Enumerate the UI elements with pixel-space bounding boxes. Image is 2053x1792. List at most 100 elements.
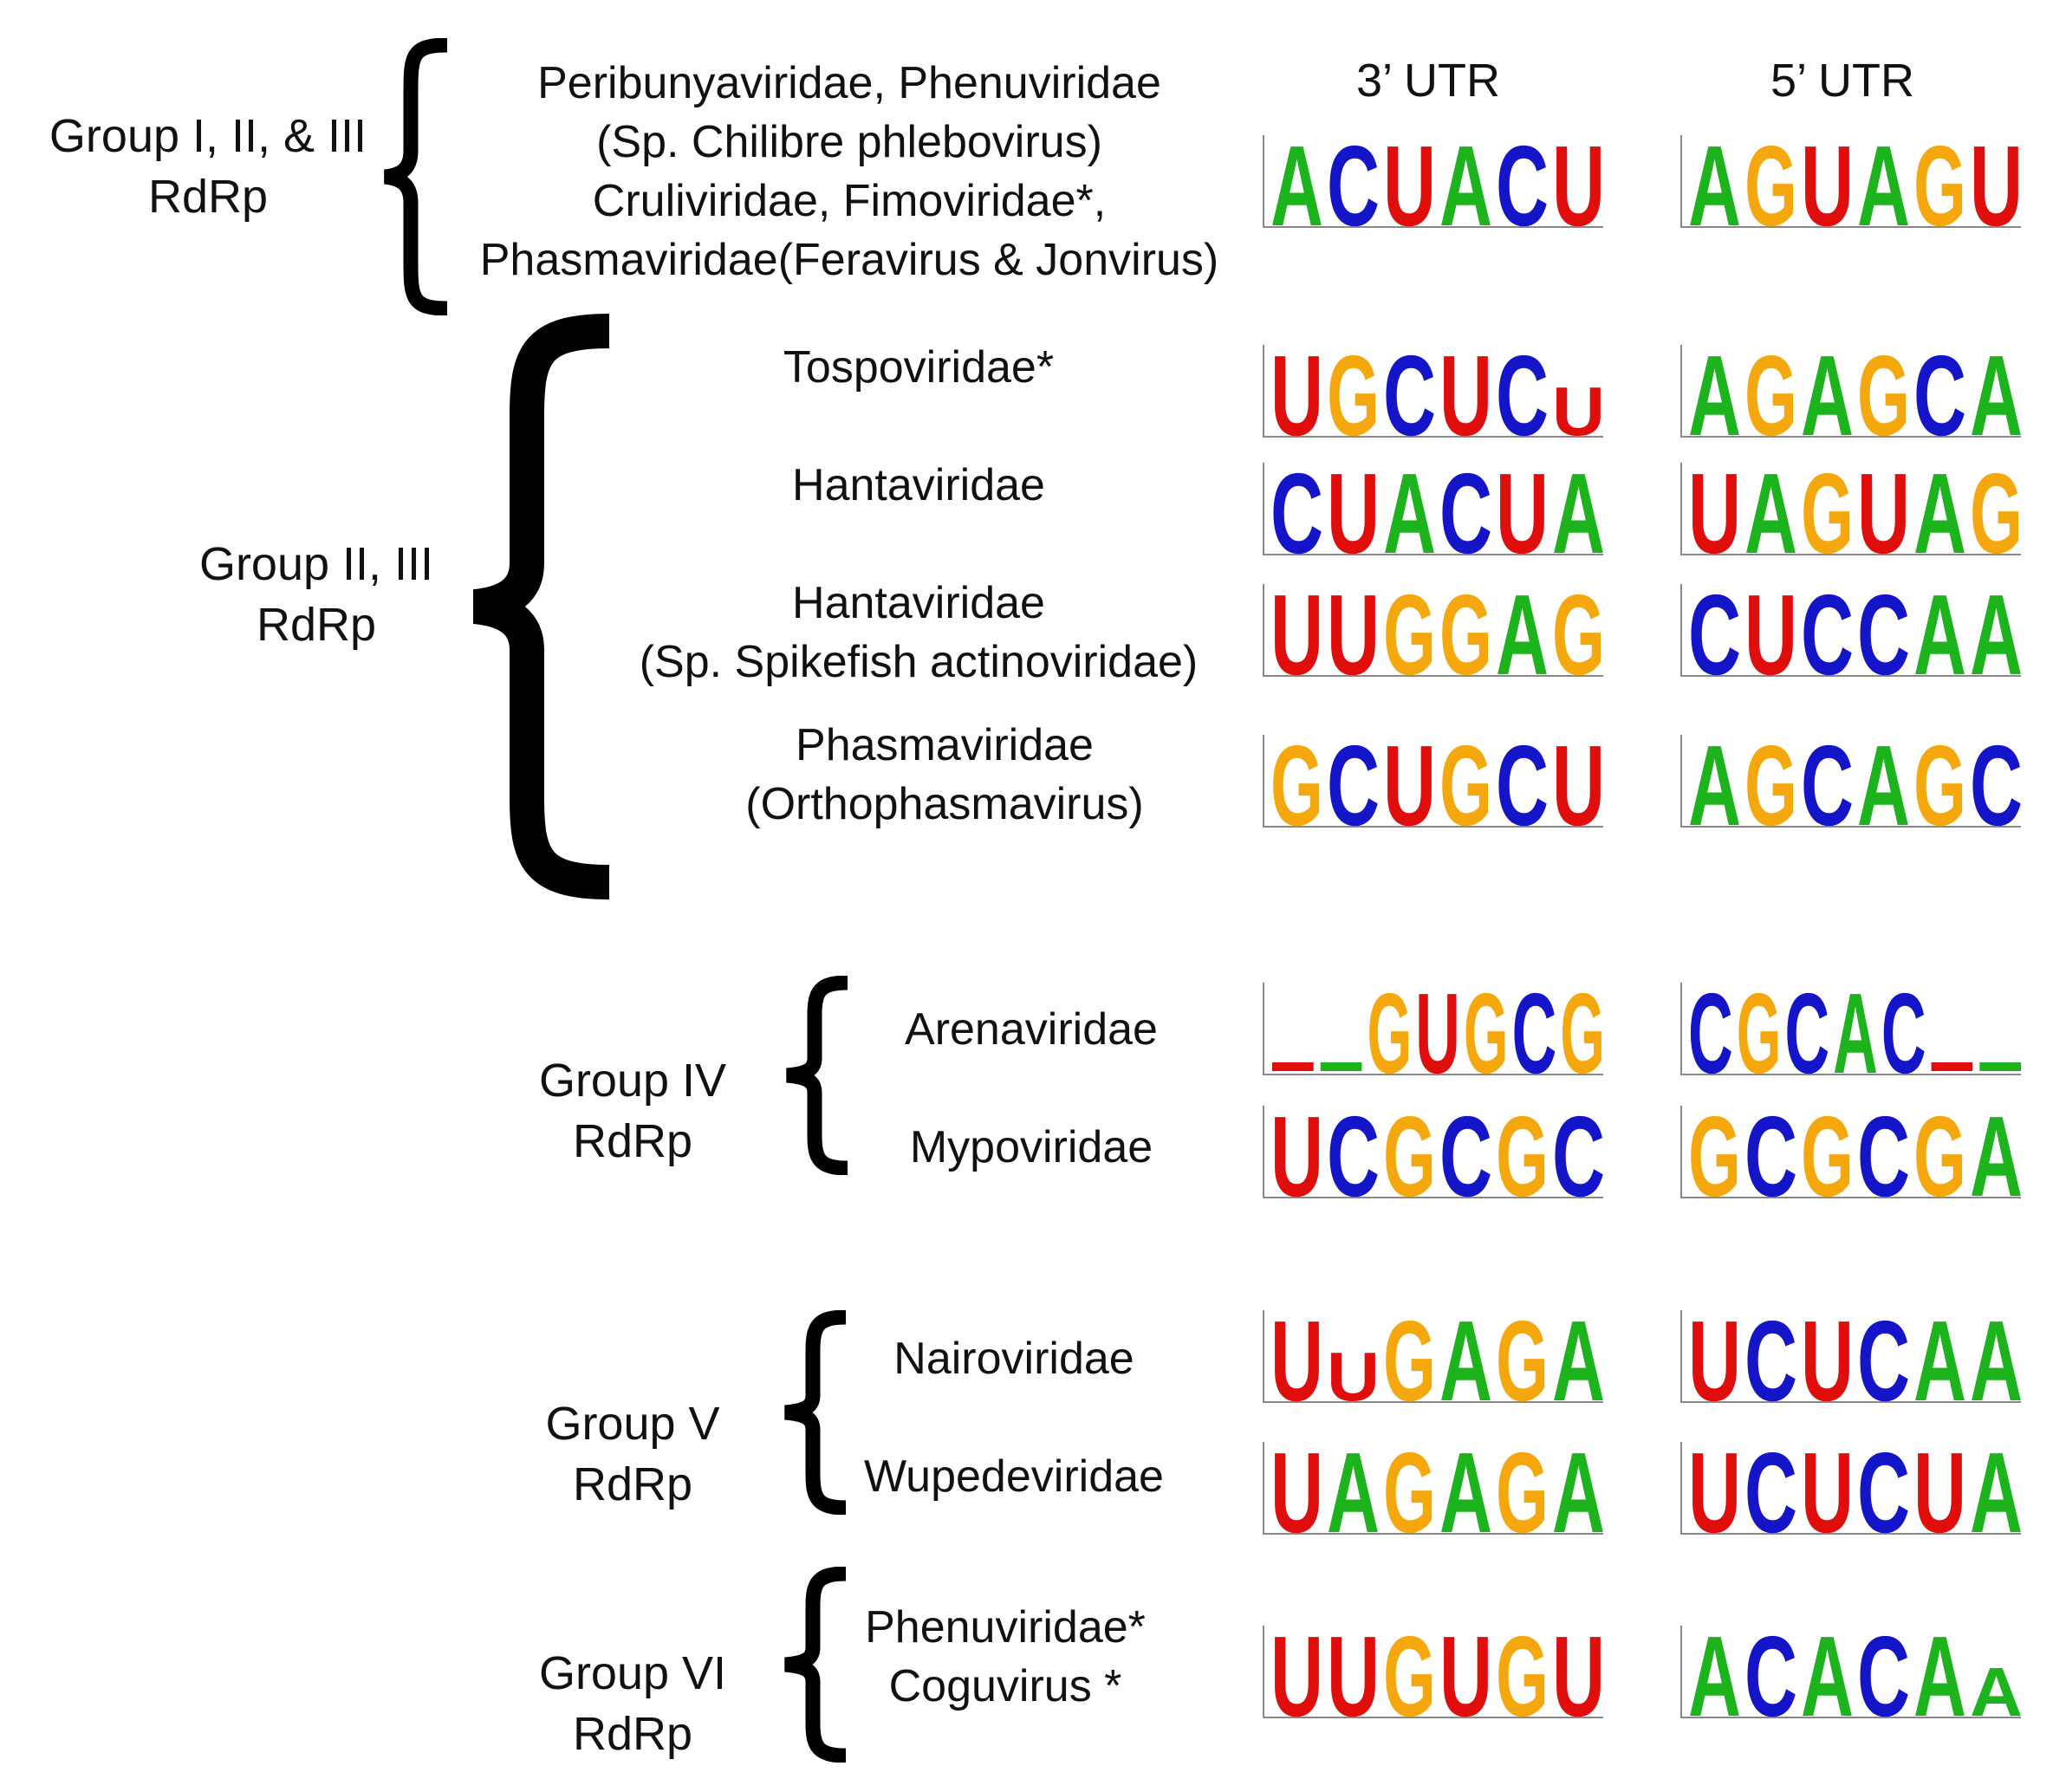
row-label-6: Arenaviridae: [905, 1004, 1158, 1055]
logo-letter-U: U: [1439, 1622, 1492, 1723]
logo-axis: [1680, 463, 2021, 555]
logo-letter-A: A: [1970, 1102, 2023, 1203]
logo-letter-A: A: [1439, 132, 1492, 232]
logo-axis: [1680, 135, 2021, 228]
logo-letter-G: G: [1496, 1622, 1549, 1723]
logo-letter-A: A: [1688, 132, 1741, 232]
logo-letter-U: U: [1857, 459, 1910, 560]
logo-letter-C: C: [1327, 1102, 1380, 1203]
logo-letter-U: U: [1688, 459, 1741, 560]
logo-letter-G: G: [1383, 1102, 1436, 1203]
brace-group-2: [472, 314, 610, 899]
logo-letter-G: G: [1744, 132, 1797, 232]
logo-letter-C: C: [1327, 132, 1380, 232]
logo-letter-G: G: [1913, 132, 1966, 232]
logo-letter-A: A: [1801, 341, 1854, 442]
logo-axis: [1263, 1310, 1603, 1403]
logo-axis: [1680, 735, 2021, 828]
logo-low-info-mark: [1979, 1062, 2021, 1071]
logo-letter-G: G: [1383, 581, 1436, 681]
logo-axis: [1680, 584, 2021, 677]
logo-letter-U: U: [1801, 1307, 1854, 1407]
logo-axis: [1680, 1442, 2021, 1535]
logo-low-info-mark: [1320, 1062, 1362, 1071]
logo-letter-C: C: [1512, 979, 1557, 1080]
logo-axis: [1263, 345, 1603, 438]
logo-letter-G: G: [1496, 1102, 1549, 1203]
logo-letter-A: A: [1857, 132, 1910, 232]
logo-letter-U: U: [1383, 731, 1436, 832]
logo-letter-G: G: [1496, 1438, 1549, 1539]
logo-letter-U: U: [1439, 341, 1492, 442]
logo-axis: [1263, 983, 1603, 1075]
logo-letter-C: C: [1496, 341, 1549, 442]
brace-group-1: [383, 38, 448, 315]
logo-letter-A: A: [1970, 341, 2023, 442]
logo-letter-G: G: [1552, 581, 1605, 681]
logo-axis: [1263, 1626, 1603, 1718]
logo-letter-C: C: [1857, 1102, 1910, 1203]
logo-letter-G: G: [1464, 979, 1509, 1080]
logo-letter-A: A: [1270, 132, 1323, 232]
logo-letter-U: U: [1327, 1622, 1380, 1723]
logo-letter-C: C: [1913, 341, 1966, 442]
logo-axis: [1263, 463, 1603, 555]
group-label-3: Group IV RdRp: [538, 1055, 727, 1167]
logo-axis: [1263, 735, 1603, 828]
logo-letter-G: G: [1801, 1102, 1854, 1203]
logo-letter-U: U: [1415, 979, 1460, 1080]
logo-letter-G: G: [1270, 731, 1323, 832]
logo-letter-A: A: [1552, 459, 1605, 560]
logo-letter-U: U: [1552, 731, 1605, 832]
logo-letter-G: G: [1857, 341, 1910, 442]
logo-letter-C: C: [1744, 1438, 1797, 1539]
logo-letter-G: G: [1744, 341, 1797, 442]
logo-letter-A: A: [1552, 1307, 1605, 1407]
logo-letter-A: A: [1439, 1307, 1492, 1407]
logo-letter-C: C: [1327, 731, 1380, 832]
logo-axis: [1680, 1106, 2021, 1198]
logo-letter-C: C: [1496, 731, 1549, 832]
logo-axis: [1263, 1106, 1603, 1198]
logo-letter-G: G: [1383, 1622, 1436, 1723]
logo-letter-C: C: [1881, 979, 1926, 1080]
logo-letter-U: U: [1801, 1438, 1854, 1539]
logo-letter-A: A: [1970, 1307, 2023, 1407]
row-label-4: Hantaviridae (Sp. Spikefish actinovirida…: [639, 578, 1199, 687]
column-header-3utr: 3’ UTR: [1355, 55, 1500, 107]
logo-letter-A: A: [1857, 731, 1910, 832]
logo-letter-G: G: [1913, 1102, 1966, 1203]
row-label-10: Phenuviridae* Coguvirus *: [865, 1602, 1146, 1711]
logo-letter-U: U: [1744, 581, 1797, 681]
logo-letter-U: U: [1496, 459, 1549, 560]
brace-group-3: [786, 976, 848, 1175]
logo-letter-A: A: [1833, 979, 1878, 1080]
logo-letter-A: A: [1552, 1438, 1605, 1539]
logo-letter-G: G: [1327, 341, 1380, 442]
logo-letter-C: C: [1439, 459, 1492, 560]
logo-letter-G: G: [1439, 731, 1492, 832]
logo-low-info-mark: [1931, 1062, 1973, 1071]
logo-letter-A: A: [1970, 581, 2023, 681]
logo-letter-U: U: [1913, 1438, 1966, 1539]
logo-letter-G: G: [1688, 1102, 1741, 1203]
logo-letter-G: G: [1744, 731, 1797, 832]
group-label-4: Group V RdRp: [545, 1398, 720, 1510]
row-label-9: Wupedeviridae: [864, 1451, 1164, 1502]
logo-letter-C: C: [1744, 1307, 1797, 1407]
row-label-3: Hantaviridae: [792, 460, 1045, 510]
logo-letter-A: A: [1801, 1622, 1854, 1723]
